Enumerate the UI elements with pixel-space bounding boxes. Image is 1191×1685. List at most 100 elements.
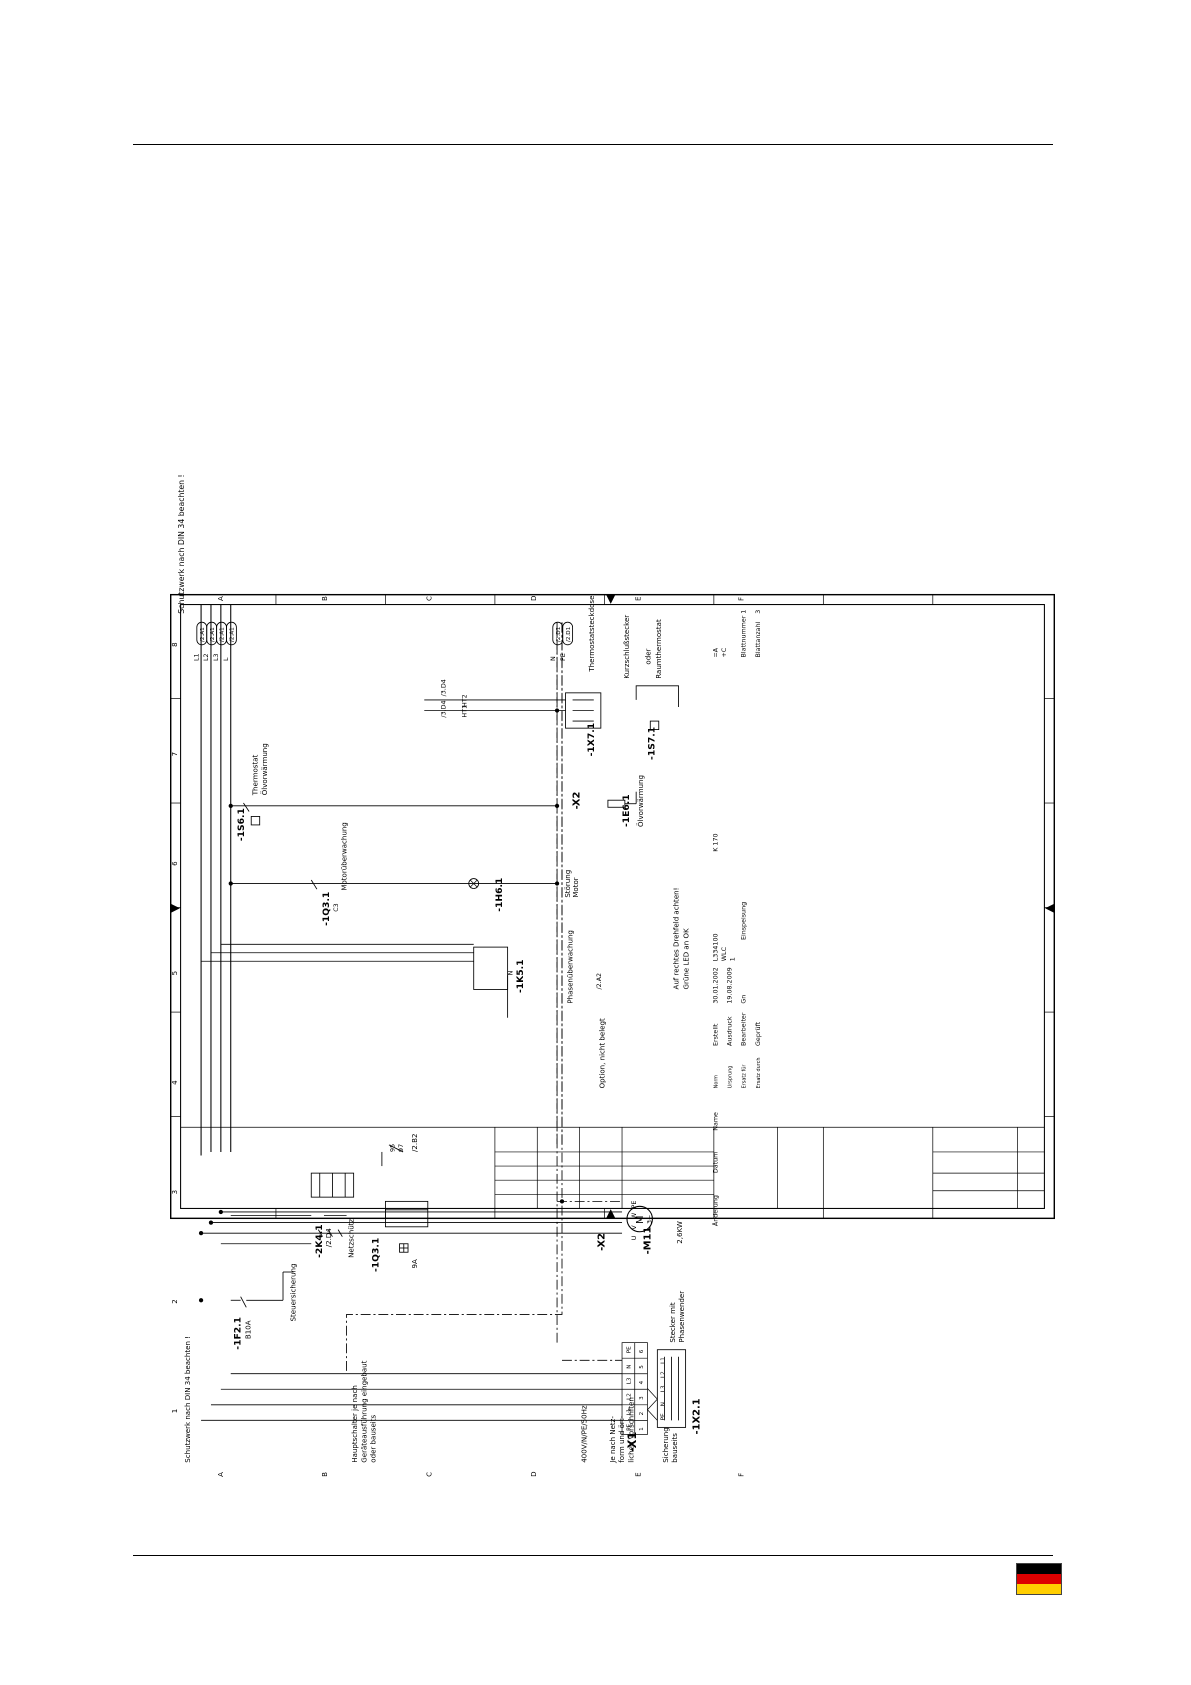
f2-fuse-symbol [230,1271,294,1308]
q31-aux-97: 97 [398,1144,405,1152]
bus-l1: L1 [193,653,200,661]
row-c: C [424,596,433,601]
col-4: 4 [170,1080,179,1085]
motor-m11 [626,1205,653,1233]
s6-text-1: Thermostat [251,754,260,796]
x21-term-pe: PE [660,1413,666,1420]
x7-socket [565,692,602,729]
x21-term-l3: L3 [660,1385,666,1392]
ref-304a: /3.D4 [440,700,447,717]
row-f: F [737,597,746,601]
motor-monitor-text: Motorüberwachung [340,822,349,890]
bus-ref-2: /2.A1 [210,627,216,642]
q31b-label: -1Q3.1 [321,892,332,926]
row-c-bottom: C [424,1472,433,1477]
row-b-bottom: B [320,1472,329,1477]
rev-change: Änderung [710,1195,719,1226]
german-flag-icon [1016,1563,1062,1595]
col-8: 8 [170,642,179,646]
bus-connectors [196,621,574,646]
ht1-label: HT1 [462,705,469,718]
row-d: D [529,595,538,601]
row-d-bottom: D [529,1471,538,1477]
motor-term-w: W [631,1212,638,1219]
title-block [180,1126,1045,1209]
x1-label: -X1 [626,1432,639,1452]
column-ticks [170,594,1055,1219]
top-note: Schutzwerk nach DIN 34 beachten ! [177,474,186,613]
tb-location: WLC [721,946,728,961]
flag-stripe-red [1017,1574,1061,1584]
k4-label: -2K4.1 [314,1224,325,1258]
bus-pe: PE [560,653,567,661]
plug-note-2: Phasenwender [677,1291,686,1343]
h6-label: -1H6.1 [494,878,505,912]
row-b: B [320,596,329,601]
n-ref-2: /2.D1 [566,626,572,642]
q31-label: -1Q3.1 [370,1238,381,1272]
tb-eq-c: +C [721,647,728,657]
q31-ref: /2.B2 [410,1134,419,1152]
x1-neutral-return [346,622,563,1371]
m11-phase: 3~ [647,1215,654,1224]
rev-date: Datum [712,1152,719,1173]
ref-304c: /3.D4 [440,679,447,696]
x21-label: -1X2.1 [692,1398,703,1434]
phase-ref: /2.A2 [596,973,603,990]
k4-ref: /2.D4 [324,1228,333,1248]
col-6: 6 [170,861,179,866]
short-or-text: oder [643,648,652,664]
grid-note-2: form und ört- [617,1415,626,1462]
tb-created-date: 30.01.2002 [712,967,719,1003]
rev-replaced-by: Ersatz durch [756,1057,762,1088]
m11-symbol: M [635,1215,646,1224]
x2-motor-label: -X2 [596,1233,607,1251]
k5-phase-monitor [473,946,509,990]
tb-sheet-cnt-lbl: Blattanzahl [755,621,762,657]
grid-note-3: lichen Vorschriften [626,1397,635,1463]
supply-note: 400V/N/PE/50Hz [580,1405,589,1463]
main-switch-note-2: Geräteausführung eingebaut [359,1360,368,1462]
s6-label: -1S6.1 [236,808,247,841]
h6-text-1: Störung [563,870,572,898]
safety-note: Schutzwerk nach DIN 34 beachten ! [183,1336,192,1463]
rev-origin: Ursprung [728,1066,734,1089]
power-buses [200,604,232,1156]
tb-sheet-no: 1 [741,610,748,614]
m11-power: 2,6KW [675,1221,684,1244]
q31b-c: C3 [333,903,340,911]
grid-note-1: Je nach Netz- [608,1416,617,1464]
s6-text-2: Ölvorwärmung [260,743,269,795]
bus-l2: L2 [203,653,210,661]
bus-ref-1: /2.A1 [200,627,206,642]
row-e: E [633,597,642,601]
x1-term-l3: L3 [627,1377,633,1384]
col-7: 7 [170,752,179,756]
m11-label: -M11 [642,1227,653,1255]
tb-printed: Ausdruck [727,1016,734,1046]
fuse-note-1: Sicherung [661,1427,670,1462]
h6-text-2: Motor [571,877,580,897]
rev-name: Name [712,1112,719,1131]
tb-created: Erstellt [712,1023,719,1046]
x21-term-l2: L2 [660,1371,666,1378]
tb-product: K 170 [712,833,719,851]
bus-l3: L3 [213,653,220,661]
tb-drawing-no: L334100 [712,933,719,961]
tb-checked: Geprüft [755,1021,762,1046]
n-ref-1: /2.D1 [556,626,562,642]
tb-printed-date: 19.08.2009 [727,967,734,1003]
row-e-bottom: E [633,1472,642,1476]
e6-text: Ölvorwärmung [636,775,645,827]
rotation-note-2: Grüne LED an OK [681,928,690,989]
bus-n: N [550,656,557,661]
x1-num-4: 4 [639,1380,645,1384]
k5-label: -1K5.1 [515,959,526,993]
x1-term-pe2: PE [627,1346,633,1353]
tb-editor: Bearbeiter [741,1012,748,1046]
inner-frame [180,604,1045,1209]
s7-room-thermostat [649,720,660,730]
rev-replaces: Ersatz für [742,1064,748,1089]
q31-aux-95: 95 [390,1144,397,1152]
tb-editor-name: Gn [741,995,748,1004]
